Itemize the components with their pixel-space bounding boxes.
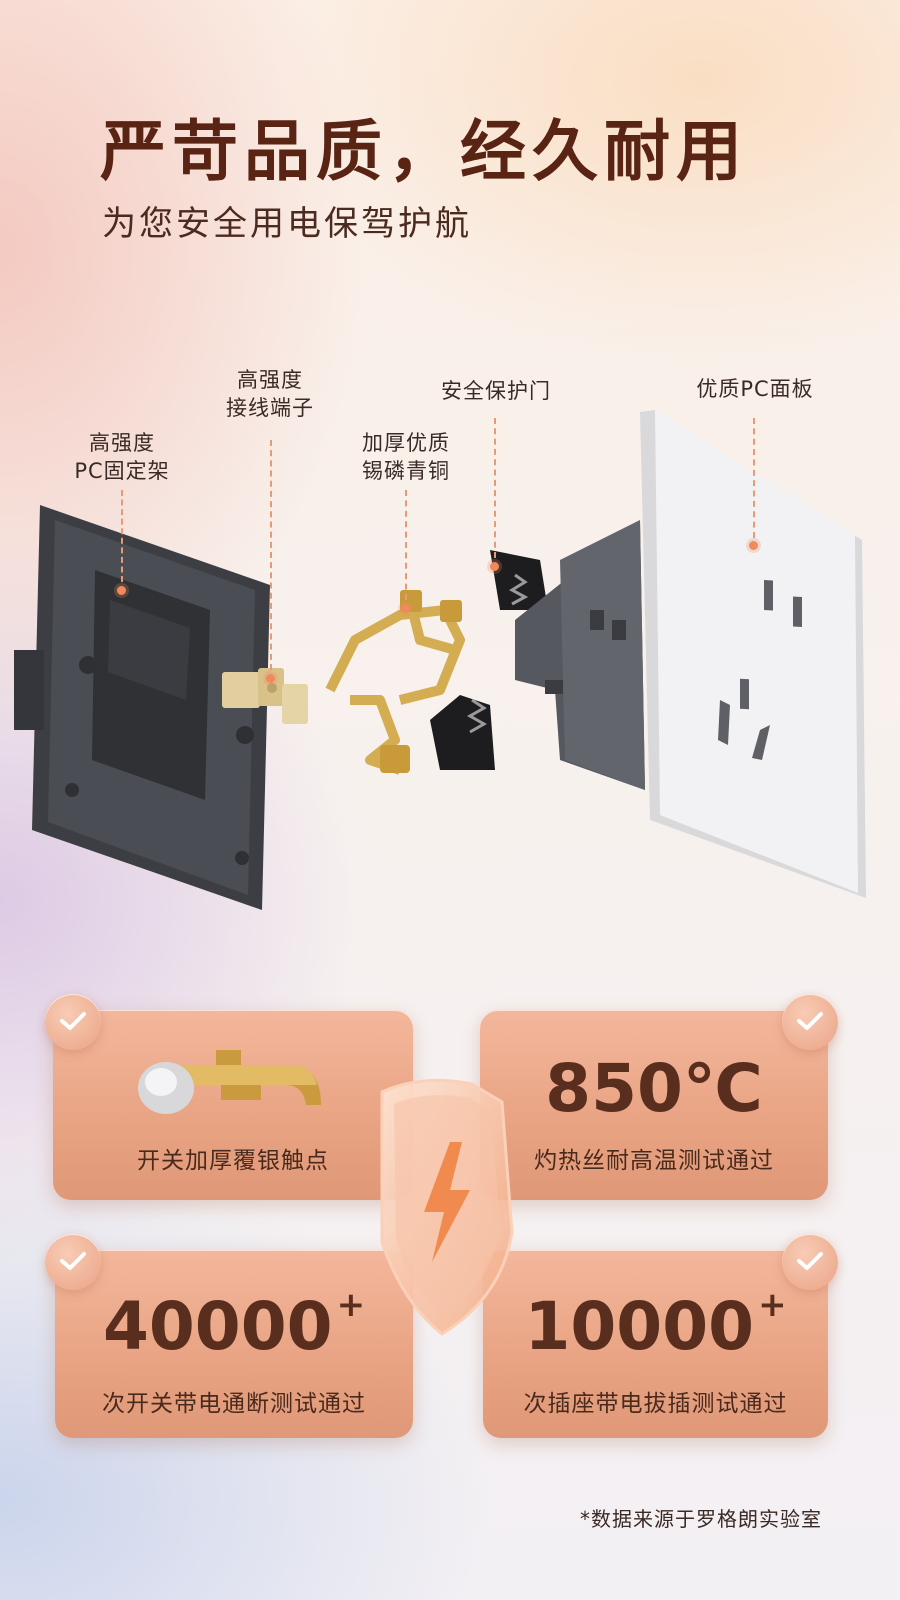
terminal-illustration	[222, 668, 308, 724]
leader-shutter	[494, 418, 496, 558]
feature-label-temperature: 灼热丝耐高温测试通过	[534, 1148, 774, 1174]
pc-panel-illustration	[640, 410, 866, 898]
check-icon	[45, 1234, 101, 1290]
check-icon	[782, 1234, 838, 1290]
feature-label-switch-cycles: 次开关带电通断测试通过	[102, 1391, 366, 1417]
socket-exploded-view	[14, 410, 866, 910]
marker-terminal	[266, 674, 275, 683]
marker-bronze	[401, 604, 410, 613]
marker-frame	[117, 586, 126, 595]
feature-label-plug-cycles: 次插座带电拔插测试通过	[523, 1391, 788, 1417]
feature-card-switch-cycles: 40000+ 次开关带电通断测试通过	[55, 1250, 413, 1438]
pc-frame-illustration	[14, 505, 270, 910]
feature-card-contact: 开关加厚覆银触点	[53, 1010, 413, 1200]
callout-bronze: 加厚优质 锡磷青铜	[362, 431, 450, 483]
silver-contact-icon	[138, 1050, 321, 1114]
marker-panel	[749, 541, 758, 550]
callout-frame: 高强度 PC固定架	[74, 431, 170, 483]
feature-value-temperature: 850℃	[545, 1050, 763, 1127]
footnote: *数据来源于罗格朗实验室	[580, 1507, 822, 1531]
feature-card-temperature: 850℃ 灼热丝耐高温测试通过	[480, 1010, 828, 1200]
page-subtitle: 为您安全用电保驾护航	[102, 204, 472, 244]
leader-bronze	[405, 490, 407, 600]
feature-value-switch-cycles: 40000+	[102, 1285, 366, 1365]
feature-label-contact: 开关加厚覆银触点	[137, 1148, 329, 1174]
lightning-shield-icon	[380, 1078, 514, 1336]
page-title: 严苛品质，经久耐用	[100, 113, 748, 190]
safety-shutter-illustration	[430, 550, 548, 770]
leader-frame	[121, 490, 123, 582]
check-icon	[45, 994, 101, 1050]
feature-card-plug-cycles: 10000+ 次插座带电拔插测试通过	[483, 1250, 828, 1438]
marker-shutter	[490, 562, 499, 571]
feature-value-plug-cycles: 10000+	[524, 1285, 787, 1365]
leader-panel	[753, 418, 755, 538]
socket-module-illustration	[515, 520, 645, 790]
callout-terminal: 高强度 接线端子	[226, 368, 314, 420]
leader-terminal	[270, 440, 272, 670]
callout-panel: 优质PC面板	[696, 377, 814, 401]
callout-shutter: 安全保护门	[441, 379, 551, 403]
check-icon	[782, 994, 838, 1050]
